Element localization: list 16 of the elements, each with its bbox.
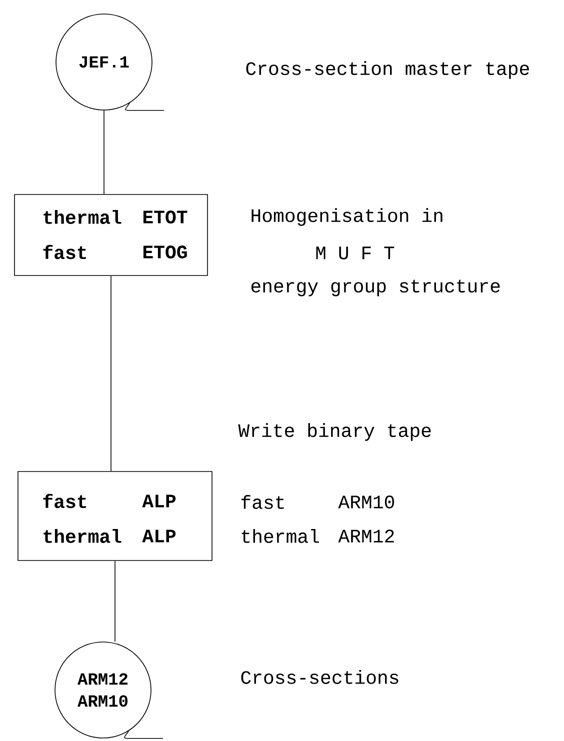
- annotation: Cross-section master tape: [246, 61, 529, 79]
- annotation: ARM10: [338, 496, 394, 508]
- annotation: M U F T: [316, 246, 394, 260]
- process-box: thermal ETOT fast ETOG: [14, 194, 208, 276]
- annotation: thermal: [242, 529, 319, 543]
- connector-line: [110, 276, 112, 472]
- tape-reel: JEF.1: [56, 14, 164, 111]
- annotation: Cross-sections: [241, 670, 398, 684]
- annotation: energy group structure: [251, 280, 500, 296]
- annotation: fast: [241, 495, 284, 509]
- process-box: fast ALP thermal ALP: [18, 471, 212, 561]
- annotation: Homogenisation in: [252, 208, 442, 226]
- annotation: Write binary tape: [238, 423, 431, 441]
- annotation: ARM12: [338, 530, 394, 542]
- tape-reel: ARM12 ARM10: [54, 642, 164, 739]
- connector-line: [114, 560, 116, 642]
